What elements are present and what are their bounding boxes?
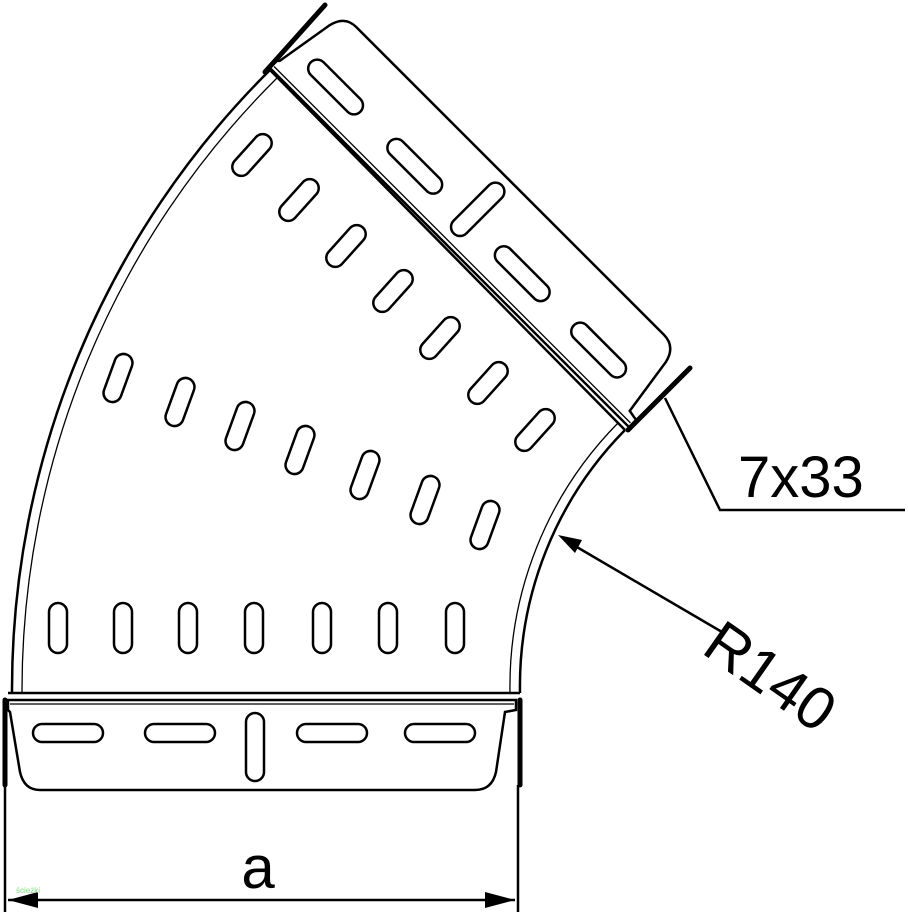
radius-leader bbox=[569, 541, 723, 634]
bottom-coupler bbox=[6, 698, 518, 792]
radius-label: R140 bbox=[693, 608, 849, 745]
outer-arc bbox=[10, 69, 271, 694]
body-slots bbox=[47, 132, 556, 655]
slot bbox=[325, 223, 367, 269]
slot bbox=[467, 360, 509, 406]
slot bbox=[224, 400, 256, 452]
slot bbox=[419, 315, 461, 361]
radius-arrowhead bbox=[558, 535, 582, 553]
slot bbox=[377, 601, 399, 655]
slot bbox=[444, 601, 466, 655]
slot bbox=[102, 352, 134, 404]
slot bbox=[177, 601, 199, 655]
slot bbox=[284, 424, 316, 476]
slot bbox=[372, 268, 414, 314]
slot bbox=[231, 132, 273, 178]
slot-size-label: 7x33 bbox=[738, 445, 864, 510]
slot bbox=[409, 474, 441, 526]
slot bbox=[243, 601, 265, 655]
dimension-arrow-left bbox=[8, 892, 38, 908]
dimension-label-a: a bbox=[241, 834, 275, 901]
top-coupler bbox=[268, 3, 694, 429]
slot bbox=[164, 376, 196, 428]
slot bbox=[514, 407, 556, 453]
slot-size-leader bbox=[663, 397, 905, 512]
watermark: ścieżki bbox=[16, 886, 40, 895]
inner-arc bbox=[518, 429, 626, 694]
dimension-arrow-right bbox=[485, 892, 515, 908]
slot bbox=[311, 601, 333, 655]
slot bbox=[47, 601, 69, 655]
slot bbox=[469, 499, 501, 551]
slot bbox=[349, 449, 381, 501]
slot bbox=[112, 601, 134, 655]
slot bbox=[278, 177, 320, 223]
